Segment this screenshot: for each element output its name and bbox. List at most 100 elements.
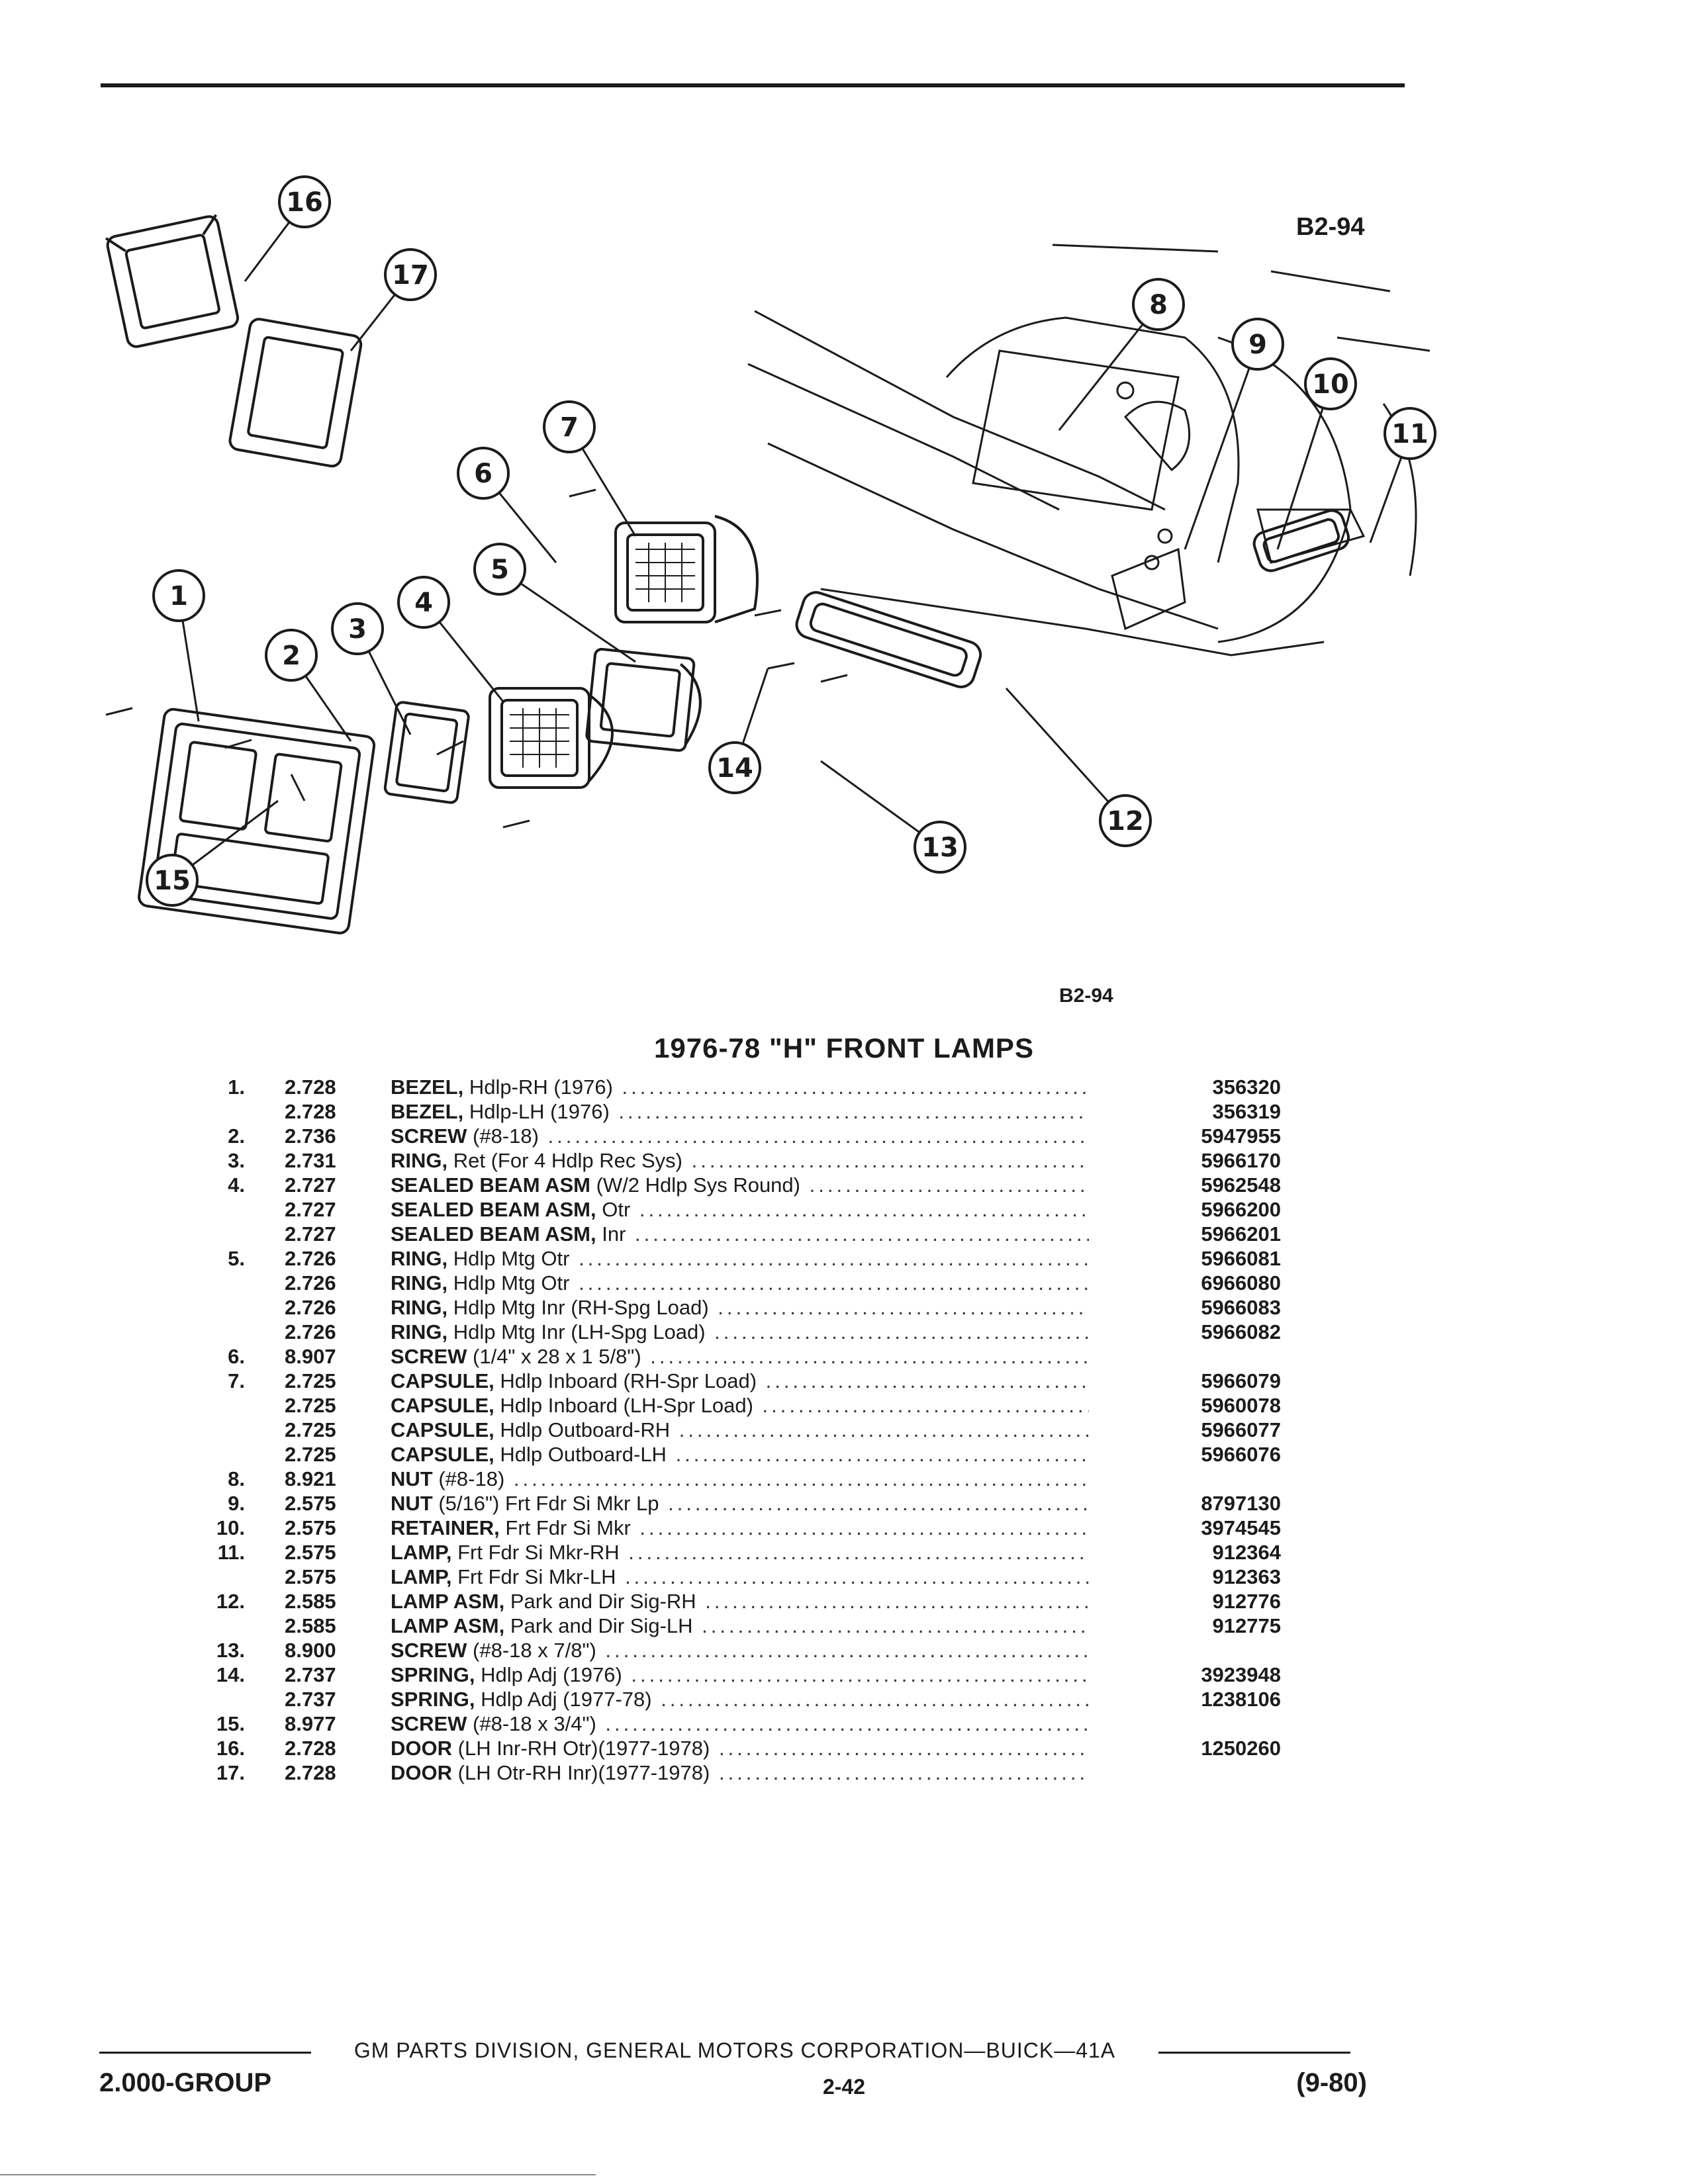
footer-rule-right bbox=[1158, 2052, 1350, 2054]
leader-dots: ........................................… bbox=[618, 1100, 1089, 1123]
side-marker-lamp-11 bbox=[1252, 509, 1350, 572]
part-description: SPRING, Hdlp Adj (1976) ................… bbox=[391, 1662, 1089, 1687]
callout-circle bbox=[1304, 357, 1357, 410]
part-number: 6966080 bbox=[1201, 1271, 1281, 1295]
part-detail: Frt Fdr Si Mkr-LH bbox=[457, 1565, 616, 1588]
group-number: 2.727 bbox=[285, 1198, 336, 1221]
callout-circle bbox=[278, 175, 331, 228]
item-number: 6. bbox=[228, 1345, 245, 1368]
item-number: 14. bbox=[216, 1663, 245, 1686]
callout-number: 12 bbox=[1107, 806, 1144, 837]
part-description: RETAINER, Frt Fdr Si Mkr ...............… bbox=[391, 1516, 1089, 1540]
item-number: 12. bbox=[216, 1590, 245, 1613]
item-number: 8. bbox=[228, 1467, 245, 1490]
leader-dots: ........................................… bbox=[718, 1296, 1089, 1319]
group-number: 2.726 bbox=[285, 1320, 336, 1343]
part-description: CAPSULE, Hdlp Inboard (RH-Spr Load) ....… bbox=[391, 1369, 1089, 1393]
part-detail: (1/4" x 28 x 1 5/8") bbox=[473, 1345, 641, 1368]
leader-dots: ........................................… bbox=[679, 1418, 1089, 1441]
callout-circle bbox=[708, 741, 761, 794]
part-number: 5947955 bbox=[1201, 1124, 1281, 1148]
group-number: 2.727 bbox=[285, 1173, 336, 1197]
part-number: 5966082 bbox=[1201, 1320, 1281, 1343]
callout-number: 13 bbox=[921, 833, 959, 863]
item-number: 9. bbox=[228, 1492, 245, 1515]
callout-circle bbox=[1099, 794, 1152, 847]
retaining-ring-3 bbox=[383, 701, 470, 804]
leader-dots: ........................................… bbox=[809, 1173, 1089, 1197]
leader-dots: ........................................… bbox=[631, 1663, 1089, 1686]
group-number: 2.726 bbox=[285, 1296, 336, 1319]
part-description: LAMP ASM, Park and Dir Sig-LH ..........… bbox=[391, 1614, 1089, 1638]
group-number: 2.575 bbox=[285, 1516, 336, 1539]
item-number: 2. bbox=[228, 1124, 245, 1148]
part-noun: CAPSULE, bbox=[391, 1418, 494, 1441]
leader-dots: ........................................… bbox=[765, 1369, 1089, 1392]
leader-dots: ........................................… bbox=[702, 1614, 1089, 1637]
car-front-drawing bbox=[747, 244, 1430, 657]
callout-circle bbox=[152, 569, 205, 622]
part-description: NUT (#8-18) ............................… bbox=[391, 1467, 1089, 1491]
part-noun: CAPSULE, bbox=[391, 1394, 494, 1417]
part-noun: LAMP ASM, bbox=[391, 1590, 505, 1613]
top-rule bbox=[101, 83, 1405, 87]
item-number: 15. bbox=[216, 1712, 245, 1735]
parts-row: 2.726 RING, Hdlp Mtg Inr (RH-Spg Load) ..… bbox=[199, 1295, 1297, 1320]
part-detail: Hdlp Mtg Inr (LH-Spg Load) bbox=[453, 1320, 706, 1343]
item-number: 13. bbox=[216, 1639, 245, 1662]
part-detail: (#8-18) bbox=[438, 1467, 505, 1490]
part-number: 5962548 bbox=[1201, 1173, 1281, 1197]
leader-dots: ........................................… bbox=[579, 1271, 1089, 1295]
part-noun: RING, bbox=[391, 1271, 448, 1295]
callout-circle bbox=[331, 602, 384, 655]
callout-circle bbox=[265, 629, 318, 682]
part-detail: Otr bbox=[602, 1198, 631, 1221]
part-description: SCREW (#8-18) ..........................… bbox=[391, 1124, 1089, 1148]
parts-row: 2. 2.736 SCREW (#8-18) ...................… bbox=[199, 1124, 1297, 1148]
part-number: 912775 bbox=[1212, 1614, 1281, 1637]
callout-leader bbox=[1276, 383, 1332, 550]
callout-circle bbox=[384, 248, 437, 301]
part-number: 5966083 bbox=[1201, 1296, 1281, 1319]
callout-leader bbox=[1058, 304, 1160, 431]
part-description: DOOR (LH Otr-RH Inr)(1977-1978) ........… bbox=[391, 1760, 1089, 1785]
group-number: 2.725 bbox=[285, 1369, 336, 1392]
group-number: 2.575 bbox=[285, 1492, 336, 1515]
part-noun: SCREW bbox=[391, 1639, 467, 1662]
part-description: CAPSULE, Hdlp Outboard-RH ..............… bbox=[391, 1418, 1089, 1442]
part-number: 5966200 bbox=[1201, 1198, 1281, 1221]
callout-circle bbox=[146, 854, 199, 907]
part-description: RING, Hdlp Mtg Inr (RH-Spg Load) .......… bbox=[391, 1295, 1089, 1320]
part-noun: NUT bbox=[391, 1467, 433, 1490]
headlamp-bezel-1 bbox=[138, 707, 376, 934]
leader-dots: ........................................… bbox=[668, 1492, 1089, 1515]
section-title: 1976-78 "H" FRONT LAMPS bbox=[654, 1032, 1034, 1064]
part-detail: Hdlp Adj (1977-78) bbox=[481, 1688, 652, 1711]
figure-ref-top: B2-94 bbox=[1296, 213, 1365, 241]
leader-dots: ........................................… bbox=[635, 1222, 1089, 1246]
part-noun: DOOR bbox=[391, 1737, 452, 1760]
part-number: 356320 bbox=[1212, 1075, 1281, 1099]
leader-dots: ........................................… bbox=[650, 1345, 1089, 1368]
part-number: 5966201 bbox=[1201, 1222, 1281, 1246]
callout-leader bbox=[1005, 687, 1127, 822]
part-detail: (#8-18 x 7/8") bbox=[473, 1639, 596, 1662]
footer-division: GM PARTS DIVISION, GENERAL MOTORS CORPOR… bbox=[353, 2038, 1116, 2062]
part-detail: (W/2 Hdlp Sys Round) bbox=[596, 1173, 800, 1197]
part-noun: SCREW bbox=[391, 1345, 467, 1368]
item-number: 5. bbox=[228, 1247, 245, 1270]
part-detail: (#8-18) bbox=[473, 1124, 539, 1148]
part-number: 8797130 bbox=[1201, 1492, 1281, 1515]
group-number: 8.921 bbox=[285, 1467, 336, 1490]
part-noun: RETAINER, bbox=[391, 1516, 500, 1539]
part-number: 1250260 bbox=[1201, 1737, 1281, 1760]
group-number: 2.736 bbox=[285, 1124, 336, 1148]
